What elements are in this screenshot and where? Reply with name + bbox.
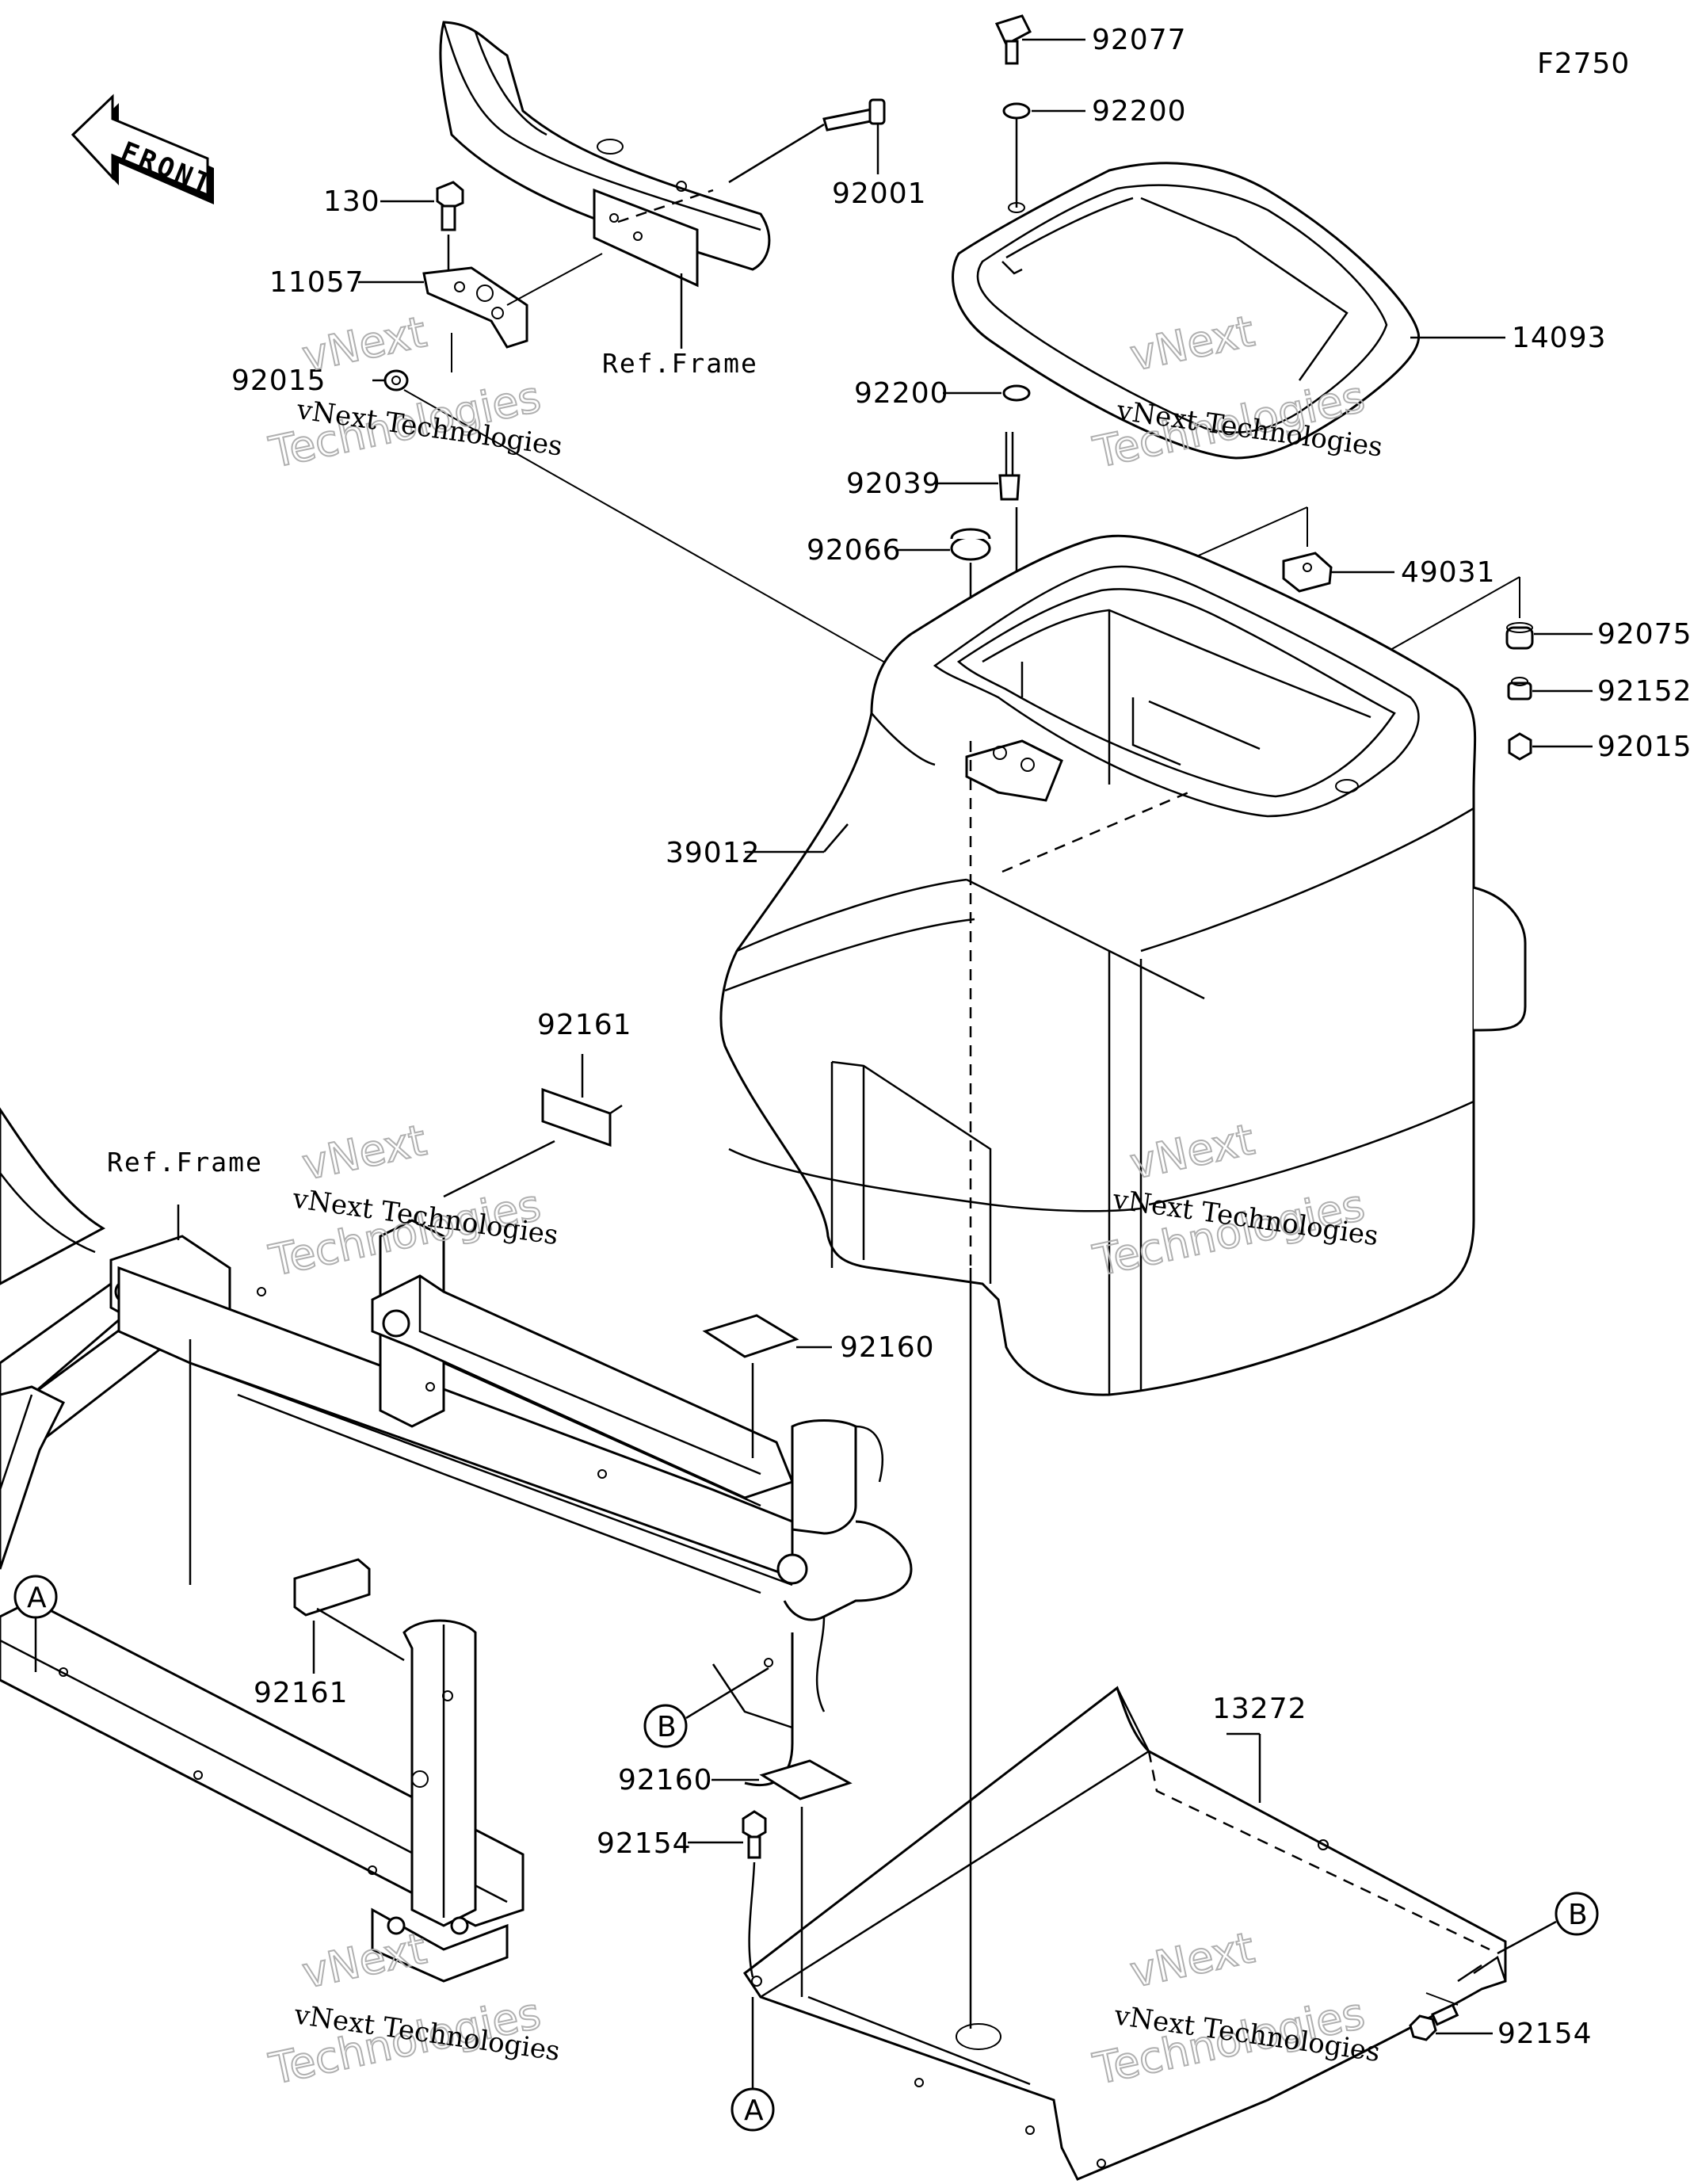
grommet-92075-icon [1505, 622, 1593, 650]
front-arrow-icon: FRONT [71, 94, 218, 204]
part-label-92200-middle: 92200 [854, 377, 949, 410]
rivet-92039-icon [935, 432, 1020, 586]
part-label-92015-right: 92015 [1597, 731, 1690, 763]
upper-frame-section [439, 21, 771, 349]
part-label-13272: 13272 [1212, 1693, 1307, 1725]
collar-92152-icon [1507, 677, 1593, 701]
part-label-130: 130 [323, 185, 380, 218]
leader-line [403, 389, 975, 714]
part-label-92160-upper: 92160 [840, 1331, 935, 1364]
ref-frame-label-top: Ref.Frame [602, 348, 758, 379]
svg-text:vNext: vNext [298, 1923, 430, 1998]
nut-92015-left-icon [372, 333, 452, 391]
svg-text:B: B [657, 1711, 677, 1743]
washer-92200-middle-icon [943, 384, 1031, 402]
lower-frame-section [0, 1107, 913, 1983]
bolt-92154-right-icon [1409, 1992, 1493, 2041]
callout-a-left: A [13, 1575, 58, 1672]
part-label-92200-top: 92200 [1092, 95, 1187, 128]
pad-92160-lower-icon [711, 1759, 853, 1997]
part-label-11057: 11057 [269, 266, 364, 299]
part-label-49031: 49031 [1401, 556, 1496, 589]
bolt-92001-icon [728, 98, 886, 184]
bolt-130-icon [380, 181, 464, 269]
svg-text:vNext: vNext [298, 307, 430, 381]
part-label-92152: 92152 [1597, 675, 1690, 708]
svg-text:A: A [27, 1582, 48, 1614]
part-label-92161-upper: 92161 [537, 1009, 632, 1041]
box-39012-icon [719, 534, 1527, 1396]
watermark-bottom-left: vNext Technologies vNext Technologies [264, 1922, 562, 2095]
part-label-92015-left: 92015 [231, 365, 326, 397]
part-label-14093: 14093 [1512, 322, 1607, 354]
part-label-92001: 92001 [832, 178, 927, 210]
part-label-92075: 92075 [1597, 618, 1690, 651]
pad-92161-upper-icon [443, 1054, 623, 1198]
callout-a-bottom: A [731, 1997, 775, 2132]
figure-code: F2750 [1537, 48, 1630, 80]
skid-plate-13272-icon [742, 1686, 1507, 2181]
callout-b-right: B [1497, 1892, 1599, 1955]
lid-14093-icon [952, 162, 1505, 460]
part-label-92160-lower: 92160 [618, 1764, 713, 1796]
part-label-92161-lower: 92161 [254, 1677, 349, 1709]
ref-frame-label-bottom: Ref.Frame [107, 1147, 263, 1178]
key-92077-icon [994, 14, 1085, 65]
pad-92160-upper-icon [702, 1314, 832, 1458]
part-label-92039: 92039 [846, 468, 941, 500]
bolt-92154-left-icon [688, 1810, 767, 1978]
part-label-92077: 92077 [1092, 24, 1187, 56]
bracket-11057-icon [358, 253, 603, 349]
part-label-39012: 39012 [666, 837, 761, 869]
callout-b-left: B [643, 1667, 769, 1748]
part-label-92154-left: 92154 [597, 1827, 692, 1860]
pad-92161-lower-icon [293, 1558, 405, 1674]
washer-92200-top-icon [1002, 102, 1085, 208]
part-label-92154-right: 92154 [1497, 2018, 1593, 2050]
svg-text:A: A [744, 2094, 765, 2127]
svg-text:B: B [1568, 1899, 1589, 1931]
svg-text:vNext: vNext [298, 1115, 430, 1189]
part-label-92066: 92066 [807, 534, 902, 567]
